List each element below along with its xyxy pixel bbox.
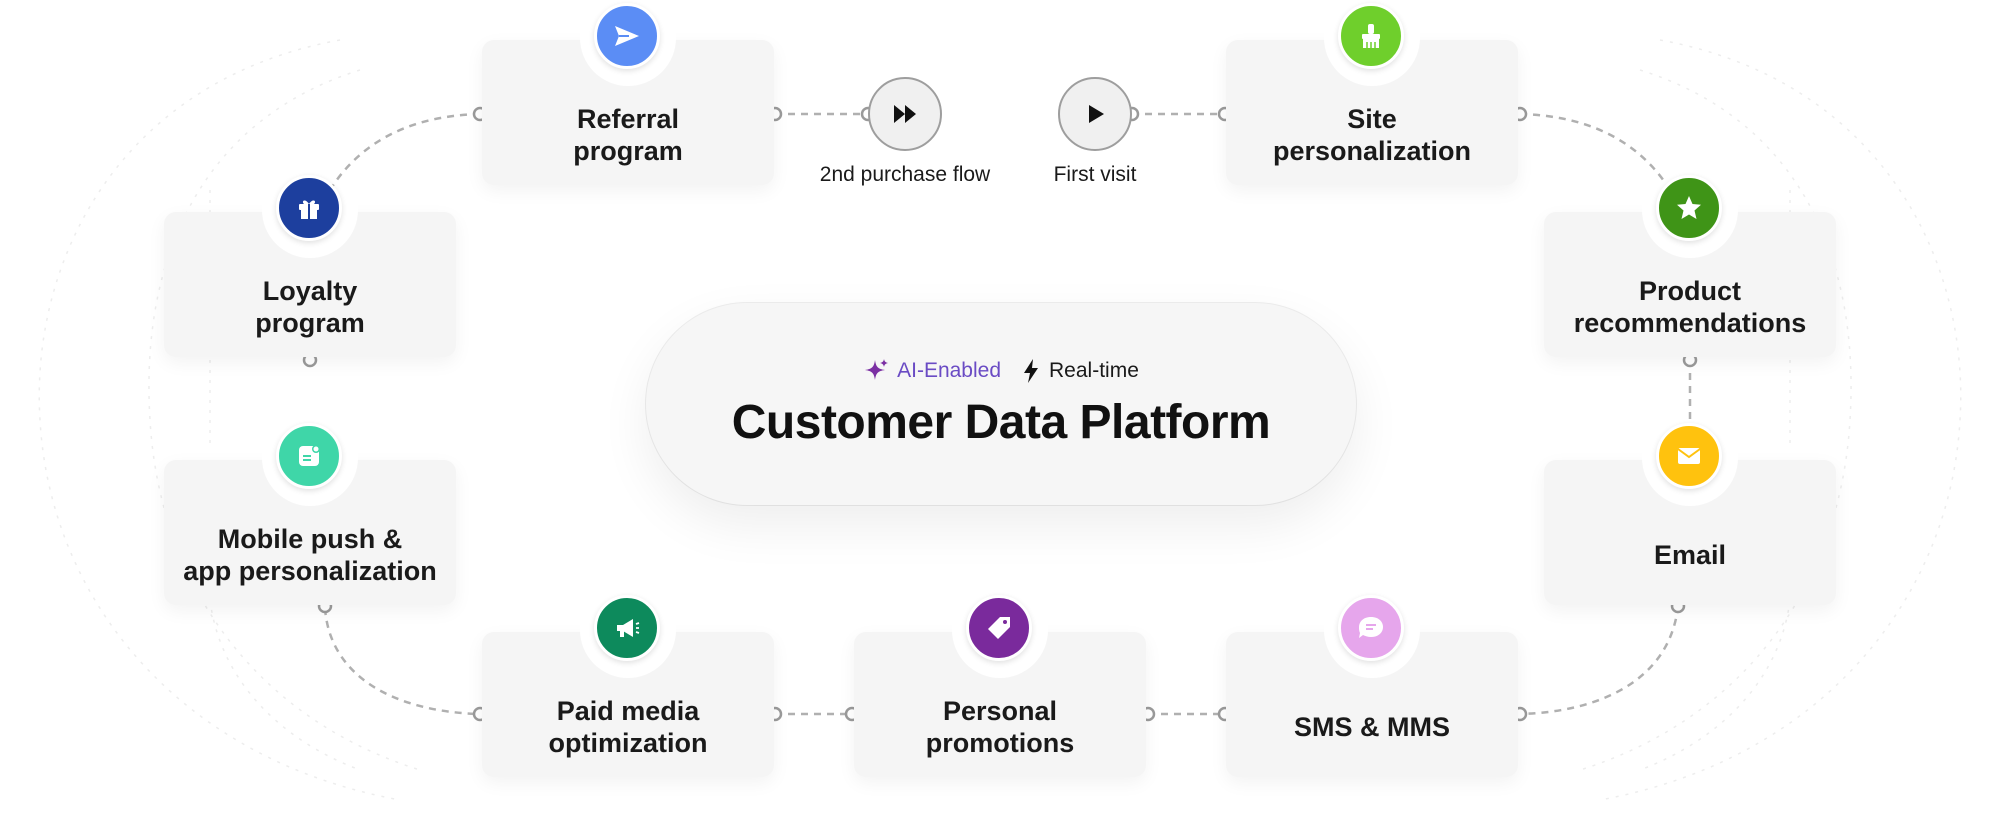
fast-forward-icon xyxy=(868,77,942,151)
star-icon xyxy=(1656,175,1722,241)
card-label: Referral program xyxy=(573,103,683,166)
real-time-badge: Real-time xyxy=(1021,358,1139,384)
flow-label-first-visit: First visit xyxy=(1053,163,1137,186)
card-label: Mobile push & app personalization xyxy=(183,523,437,586)
megaphone-icon xyxy=(594,595,660,661)
mobile-app-icon xyxy=(276,423,342,489)
card-label: Loyalty program xyxy=(255,275,365,338)
tag-icon xyxy=(966,595,1032,661)
chat-bubble-icon xyxy=(1338,595,1404,661)
card-label: SMS & MMS xyxy=(1293,711,1450,742)
lightning-icon xyxy=(1024,359,1039,383)
capability-badges: AI-Enabled Real-time xyxy=(646,358,1356,384)
card-referral-program: Referral program xyxy=(482,26,774,185)
card-sms-mms: SMS & MMS xyxy=(1226,618,1518,777)
gift-icon xyxy=(276,175,342,241)
center-platform-pill: AI-Enabled Real-time Customer Data Platf… xyxy=(646,303,1356,505)
brush-icon xyxy=(1338,3,1404,69)
envelope-icon xyxy=(1656,423,1722,489)
ai-enabled-badge: AI-Enabled xyxy=(863,358,1001,384)
card-label: Paid media optimization xyxy=(548,695,708,758)
send-icon xyxy=(594,3,660,69)
card-label: Product recommendations xyxy=(1573,275,1807,338)
play-icon xyxy=(1058,77,1132,151)
platform-title: Customer Data Platform xyxy=(731,396,1271,449)
real-time-text: Real-time xyxy=(1049,359,1139,382)
sparkle-icon xyxy=(865,359,889,380)
card-label: Personal promotions xyxy=(925,695,1075,758)
ai-enabled-text: AI-Enabled xyxy=(897,359,1002,382)
flow-label-second-purchase: 2nd purchase flow xyxy=(819,163,991,186)
card-label: Email xyxy=(1653,539,1727,570)
card-label: Site personalization xyxy=(1272,103,1472,166)
